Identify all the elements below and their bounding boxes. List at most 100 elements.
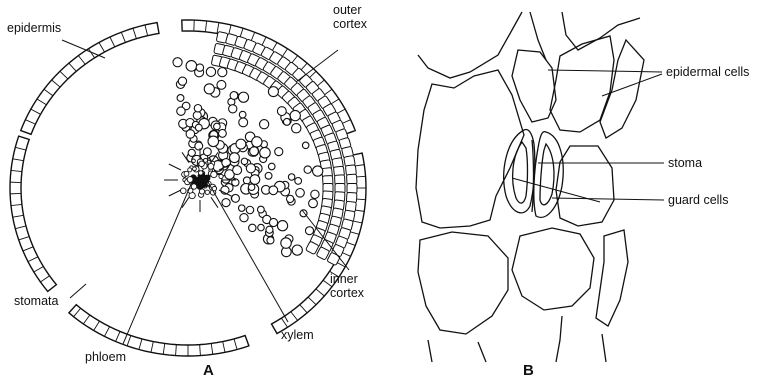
figure-a-stem-cross-section: epidermis outer cortex stomata phloem xy…: [7, 3, 368, 379]
cortex-cell: [250, 175, 260, 185]
cortex-cell: [186, 61, 197, 72]
leader-epidermal-cells-1: [548, 70, 662, 72]
cortex-cell: [252, 137, 262, 147]
vascular-cell: [180, 188, 186, 194]
cortex-cell: [269, 186, 278, 195]
epidermal-cell: [550, 36, 614, 132]
cortex-cell: [203, 148, 211, 156]
vascular-cell: [204, 158, 208, 162]
cortex-cell: [218, 68, 227, 77]
cortex-cell: [214, 123, 221, 130]
cortex-cell: [290, 110, 300, 120]
cortex-cell: [222, 159, 231, 168]
cortex-cell: [241, 158, 247, 164]
cortex-cell: [196, 64, 203, 71]
cortex-cell: [188, 149, 195, 156]
vascular-cell: [201, 176, 205, 180]
vascular-cell: [199, 161, 205, 167]
cortex-cell: [260, 120, 269, 129]
leader-guard-cells-2: [552, 198, 664, 200]
cortex-cell: [178, 77, 186, 85]
vascular-cell: [184, 171, 189, 176]
label-epidermis: epidermis: [7, 21, 61, 35]
vascular-cell: [199, 171, 203, 175]
leader-stomata: [70, 284, 86, 298]
cortex-cell: [222, 199, 230, 207]
vascular-cell: [205, 190, 209, 194]
caption-a: A: [203, 362, 214, 379]
cortex-cell: [195, 124, 202, 131]
vascular-cell: [219, 174, 223, 178]
cortex-cell: [268, 87, 278, 97]
label-inner-cortex: inner cortex: [330, 272, 365, 300]
vascular-cell: [208, 163, 214, 169]
vascular-cell: [191, 184, 196, 189]
cortex-cell: [248, 184, 255, 191]
phloem-ray: [211, 197, 218, 207]
cortex-cell: [266, 226, 273, 233]
cortex-cell: [217, 80, 226, 89]
cortex-cell: [250, 147, 259, 156]
cortex-cell: [260, 147, 271, 158]
cell-wall: [418, 12, 522, 78]
cortex-cell: [194, 105, 201, 112]
cortex-cell: [257, 206, 264, 213]
guard-cell-left-inner: [513, 142, 528, 203]
cortex-cell: [236, 139, 246, 149]
epidermal-cell: [512, 50, 556, 122]
epidermis-segment: [69, 305, 249, 356]
cortex-cell: [177, 95, 184, 102]
cortex-cell: [292, 245, 302, 255]
epidermal-cell: [418, 232, 508, 334]
cortex-cell: [311, 190, 319, 198]
figure-b-leaf-epidermis: epidermal cells stoma guard cells B: [416, 12, 749, 379]
cortex-cell: [208, 136, 219, 147]
cortex-cell: [230, 92, 238, 100]
leader-xylem: [208, 182, 288, 322]
cortex-cell: [269, 218, 277, 226]
vascular-cell: [188, 168, 192, 172]
phloem-ray: [169, 164, 181, 170]
cortex-cell: [249, 224, 256, 231]
cortex-cell: [240, 214, 248, 222]
cortex-cell: [246, 164, 255, 173]
cortex-cell: [232, 194, 240, 202]
cortex-cell: [195, 142, 203, 150]
label-guard-cells: guard cells: [668, 193, 728, 207]
vascular-cell: [193, 167, 197, 171]
cortex-cell: [219, 129, 227, 137]
label-outer-cortex: outer cortex: [333, 3, 368, 31]
cortex-cell: [193, 111, 201, 119]
cortex-cell: [267, 237, 274, 244]
stoma-pore: [532, 140, 534, 212]
phloem-ray: [169, 190, 181, 196]
cortex-cell: [239, 118, 248, 127]
label-phloem: phloem: [85, 350, 126, 364]
cortex-cell: [295, 177, 302, 184]
cortex-cell: [304, 166, 311, 173]
leader-phloem: [123, 182, 192, 344]
cortex-cell: [206, 67, 215, 76]
label-epidermal-cells: epidermal cells: [666, 65, 749, 79]
cortex-cell: [281, 238, 291, 248]
cortex-cell: [296, 188, 305, 197]
cortex-cell: [173, 58, 182, 67]
cortex-cell: [258, 224, 265, 231]
cell-wall: [428, 316, 606, 362]
cortex-cell: [238, 92, 248, 102]
epidermal-cell: [416, 70, 524, 228]
guard-cell-right-inner: [540, 144, 554, 205]
cortex-cell: [277, 107, 286, 116]
cortex-cell: [230, 153, 240, 163]
cortex-cell: [283, 118, 290, 125]
cortex-cell: [243, 177, 250, 184]
cortex-cell: [177, 107, 185, 115]
cortex-cell: [268, 163, 275, 170]
cortex-cell: [233, 166, 242, 175]
cortex-cell: [313, 166, 323, 176]
epidermis-segment: [21, 23, 159, 135]
cortex-cell: [302, 142, 308, 148]
cortex-cell: [239, 111, 246, 118]
